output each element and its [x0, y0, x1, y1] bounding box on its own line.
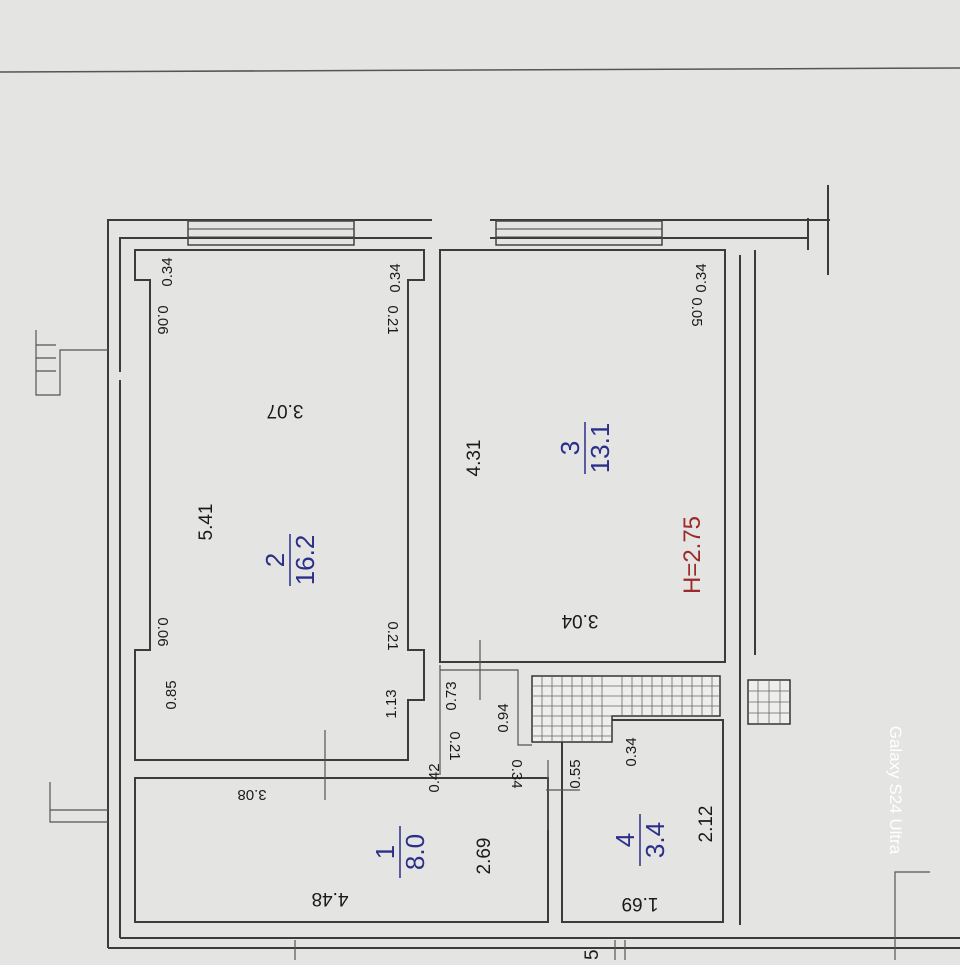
dim-r1-width: 3.08 [237, 786, 266, 803]
room-3-number: 3 [555, 441, 585, 455]
shaft-tile-area [747, 679, 791, 725]
room-3-label: 3 13.1 [555, 422, 615, 474]
window-room-2 [187, 220, 355, 246]
dim-corridor-a: 0.73 [443, 681, 460, 710]
room-3-outline [439, 249, 726, 663]
bottom-strip [294, 871, 930, 960]
balcony-stub-top [35, 330, 108, 396]
bathroom-tile-area [531, 675, 721, 743]
dim-corridor-f: 0.55 [567, 759, 584, 788]
corridor-partitions [324, 640, 580, 830]
dim-r2-width: 3.07 [267, 400, 304, 421]
dim-r2-niche-top-right: 0.21 [384, 305, 401, 334]
dim-r3-niche-top-right: 0.05 [688, 297, 705, 326]
dim-r1-length: 4.48 [312, 888, 349, 909]
room-1-outline [134, 777, 549, 923]
dim-corridor-g: 0.34 [623, 737, 640, 766]
dim-r2-top-right: 0.34 [387, 263, 404, 292]
dim-r2-bottom-left: 0.85 [163, 680, 180, 709]
room-1-number: 1 [370, 845, 400, 859]
room-2-area: 16.2 [290, 535, 320, 586]
paper-fold-line [0, 67, 960, 73]
room-1-area: 8.0 [400, 834, 430, 870]
dim-corridor-c: 0.21 [446, 731, 463, 760]
window-room-3 [495, 220, 663, 246]
dim-r3-width: 3.04 [561, 610, 598, 631]
room-2-label: 2 16.2 [260, 534, 320, 586]
dim-r2-length: 5.41 [196, 504, 217, 541]
dim-r3-length: 4.31 [464, 440, 485, 477]
dim-r1-side: 2.69 [474, 838, 495, 875]
dim-r3-top-right: 0.34 [693, 263, 710, 292]
room-3-area: 13.1 [585, 423, 615, 474]
dim-corridor-d: 0.42 [426, 763, 443, 792]
room-1-label: 1 8.0 [370, 826, 430, 878]
dim-r2-bottom-right: 1.13 [383, 689, 400, 718]
dim-r4-side: 2.12 [696, 806, 717, 843]
balcony-stub-bottom [49, 782, 108, 823]
room-4-outline [561, 719, 724, 923]
dim-edge-label: 5 [582, 949, 603, 960]
camera-watermark: Galaxy S24 Ultra [886, 726, 905, 855]
dim-r4-width: 1.69 [622, 893, 659, 914]
dim-corridor-e: 0.34 [508, 759, 525, 788]
room-4-number: 4 [610, 833, 640, 847]
dim-r2-top-left: 0.34 [159, 257, 176, 286]
outer-walls [107, 185, 960, 949]
ceiling-height: H=2.75 [679, 516, 706, 594]
dim-r2-niche-top-left: 0.06 [154, 305, 171, 334]
room-2-outline [134, 249, 425, 761]
room-2-number: 2 [260, 553, 290, 567]
room-4-label: 4 3.4 [610, 814, 670, 866]
dim-corridor-b: 0.94 [495, 703, 512, 732]
dim-r2-niche-bottom-left: 0.06 [154, 617, 171, 646]
dim-r2-niche-bottom-right: 0.21 [384, 621, 401, 650]
room-4-area: 3.4 [640, 822, 670, 858]
